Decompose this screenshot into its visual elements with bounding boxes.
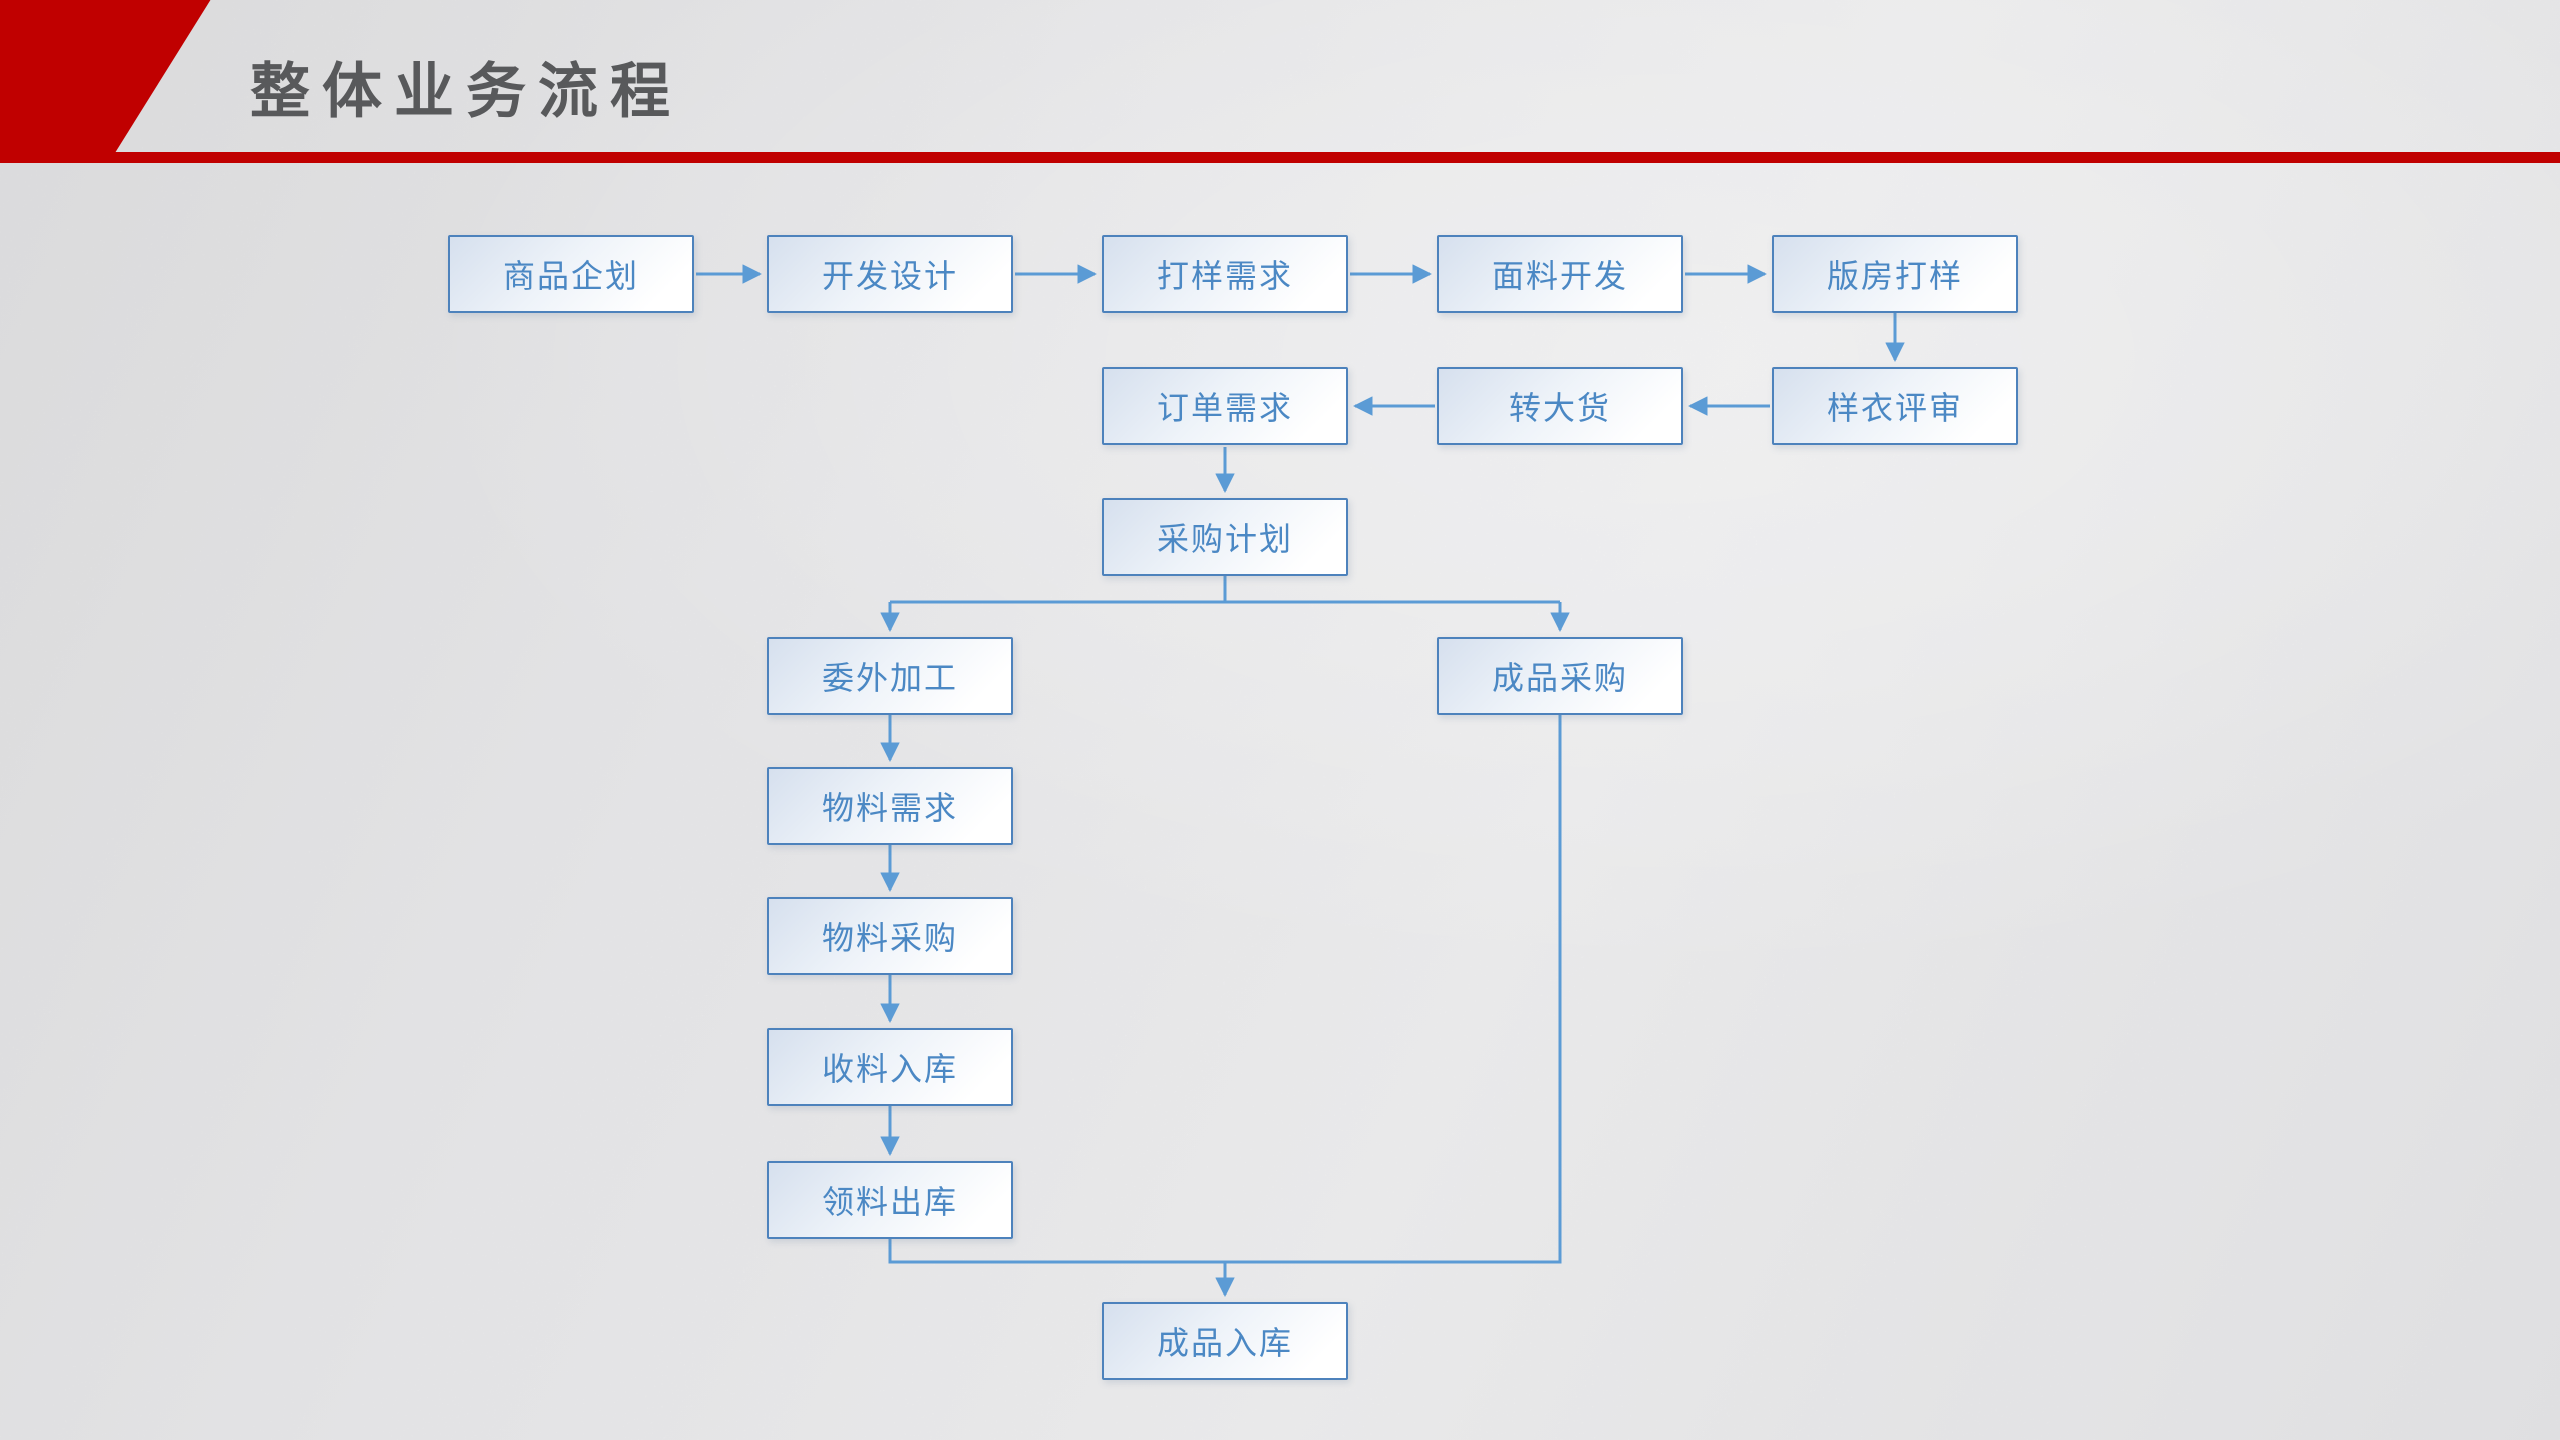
- flow-node-sampling-request: 打样需求: [1102, 235, 1348, 313]
- flow-node-material-receipt-in: 收料入库: [767, 1028, 1013, 1106]
- flow-node-transfer-to-bulk: 转大货: [1437, 367, 1683, 445]
- flow-node-fabric-development: 面料开发: [1437, 235, 1683, 313]
- flow-node-finished-goods-purchase: 成品采购: [1437, 637, 1683, 715]
- flow-node-material-purchase: 物料采购: [767, 897, 1013, 975]
- flow-node-pattern-room-sampling: 版房打样: [1772, 235, 2018, 313]
- flow-node-outsourced-processing: 委外加工: [767, 637, 1013, 715]
- flow-node-purchase-plan: 采购计划: [1102, 498, 1348, 576]
- flow-node-development-design: 开发设计: [767, 235, 1013, 313]
- flow-node-sample-garment-review: 样衣评审: [1772, 367, 2018, 445]
- flow-node-order-request: 订单需求: [1102, 367, 1348, 445]
- page-title: 整体业务流程: [250, 58, 682, 125]
- header-red-band: [0, 152, 2560, 163]
- flow-node-finished-goods-inbound: 成品入库: [1102, 1302, 1348, 1380]
- flow-node-material-requirement: 物料需求: [767, 767, 1013, 845]
- flow-node-product-planning: 商品企划: [448, 235, 694, 313]
- flow-node-material-issue-out: 领料出库: [767, 1161, 1013, 1239]
